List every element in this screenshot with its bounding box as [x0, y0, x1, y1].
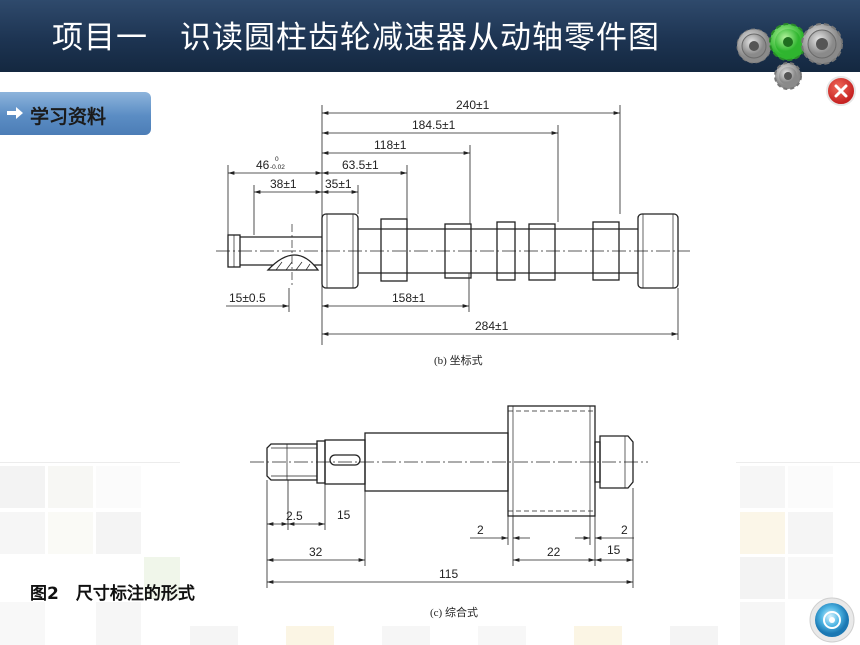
dim-63-5: 63.5±1 [342, 158, 379, 172]
dim-284: 284±1 [475, 319, 509, 333]
dim-118: 118±1 [374, 138, 407, 152]
dim-240: 240±1 [456, 98, 490, 112]
dim-2-left: 2 [477, 523, 484, 537]
dim-46-tol-upper: 0 [275, 156, 279, 163]
study-material-label: 学习资料 [30, 106, 107, 128]
close-button[interactable] [826, 76, 856, 106]
header-bar: 项目一 识读圆柱齿轮减速器从动轴零件图 [0, 0, 860, 90]
dim-15-left: 15 [337, 508, 351, 522]
dim-35: 35±1 [325, 177, 352, 191]
figure-c-dimensions [266, 480, 634, 588]
close-icon [834, 84, 848, 98]
dim-184-5: 184.5±1 [412, 118, 456, 132]
figure-c-shaft [250, 405, 648, 517]
figure-c-caption: (c) 综合式 [430, 605, 478, 619]
figure-c-dimension-texts: 2.5 15 32 2 22 2 15 115 (c) 综合式 [286, 508, 628, 619]
gears-icon [736, 23, 843, 90]
dim-46-tol-lower: -0.02 [270, 164, 285, 171]
study-material-button[interactable]: 学习资料 [0, 92, 151, 135]
figure-b-dimensions [226, 105, 679, 345]
background-tiles [0, 462, 860, 645]
figure-b-dimension-texts: 240±1 184.5±1 118±1 63.5±1 46 0 -0.02 38… [229, 98, 509, 367]
dim-32: 32 [309, 545, 323, 559]
page-title: 项目一 识读圆柱齿轮减速器从动轴零件图 [52, 20, 660, 56]
dim-15-right: 15 [607, 543, 621, 557]
figure-b-shaft [216, 213, 690, 289]
dim-46: 46 [256, 158, 270, 172]
dim-2-5: 2.5 [286, 509, 303, 523]
dim-115: 115 [439, 567, 458, 581]
figure-label: 图2 尺寸标注的形式 [30, 584, 195, 604]
dim-15-0-5: 15±0.5 [229, 291, 266, 305]
dim-38: 38±1 [270, 177, 297, 191]
dim-22: 22 [547, 545, 561, 559]
figure-b-caption: (b) 坐标式 [434, 353, 483, 367]
home-icon[interactable] [808, 596, 856, 644]
arrow-right-icon [7, 107, 23, 119]
dim-158: 158±1 [392, 291, 426, 305]
dim-2-right: 2 [621, 523, 628, 537]
